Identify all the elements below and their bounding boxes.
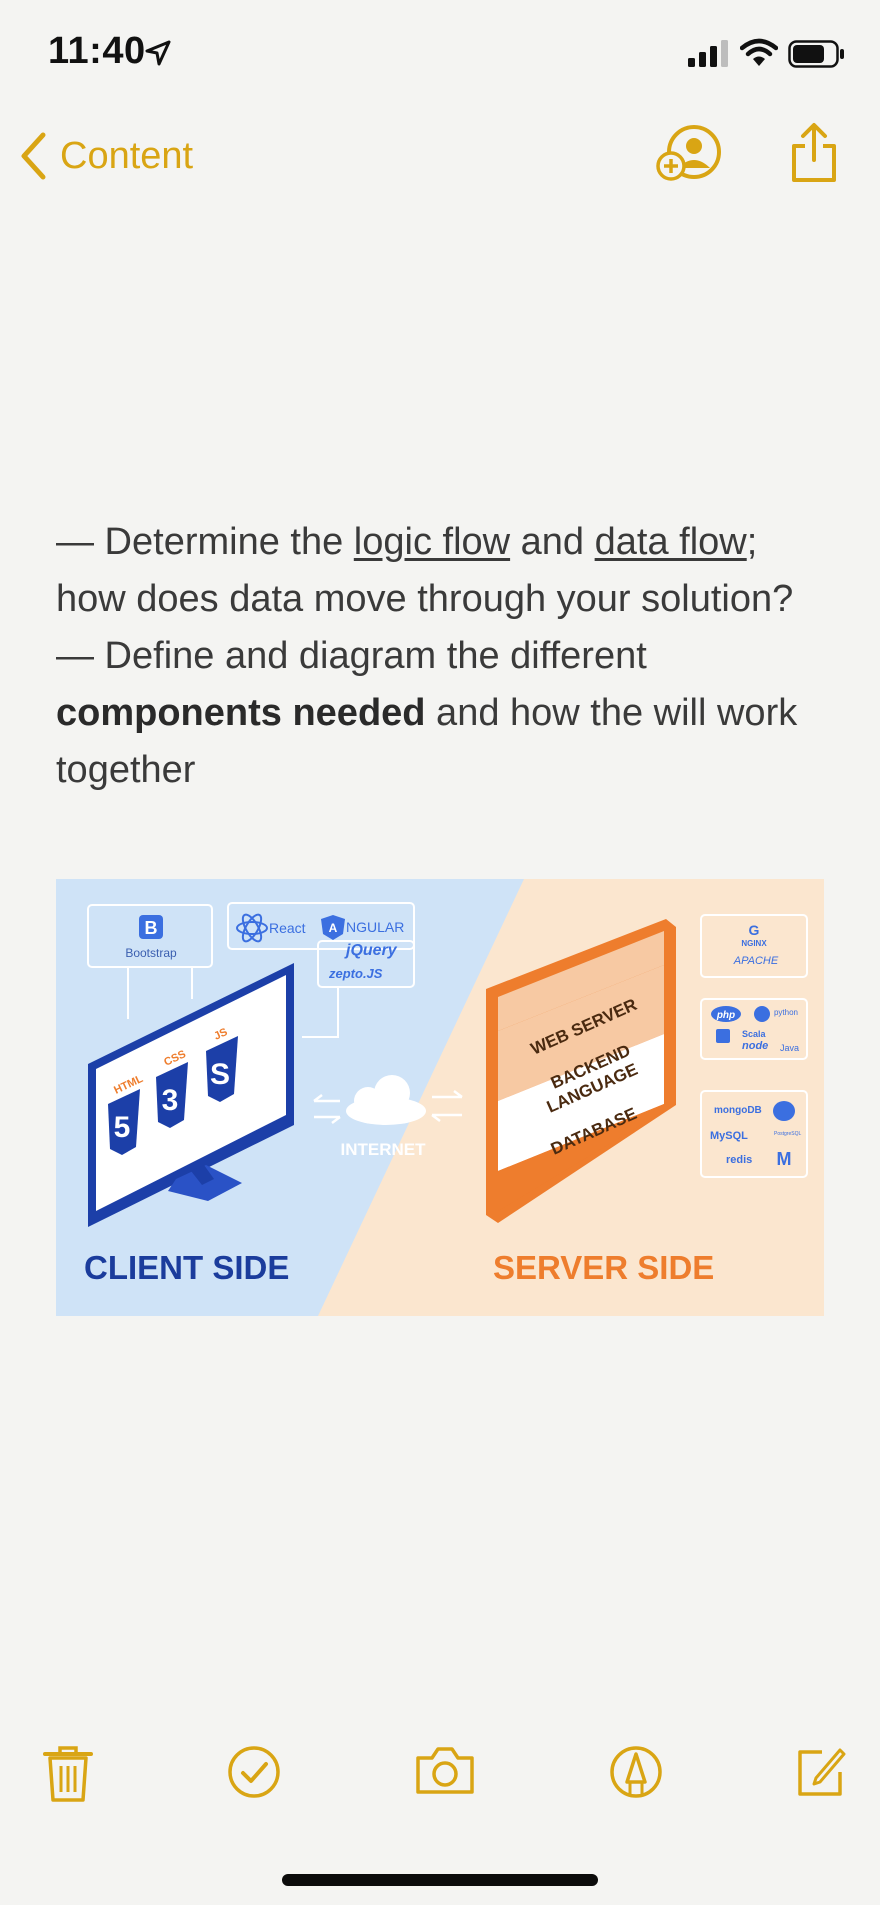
svg-text:5: 5 bbox=[114, 1111, 131, 1144]
note-paragraph-2: — Define and diagram the different compo… bbox=[56, 635, 798, 791]
server-stack-icon bbox=[486, 919, 676, 1223]
svg-text:MySQL: MySQL bbox=[710, 1130, 748, 1142]
home-indicator[interactable] bbox=[282, 1874, 598, 1886]
zepto-label: zepto.JS bbox=[328, 966, 383, 981]
jquery-label: jQuery bbox=[344, 942, 398, 959]
internet-cloud-icon bbox=[346, 1075, 426, 1125]
cellular-signal-icon bbox=[688, 40, 728, 67]
data-flow-text: data flow bbox=[594, 521, 747, 563]
svg-text:A: A bbox=[329, 921, 338, 935]
svg-text:3: 3 bbox=[162, 1084, 179, 1117]
svg-text:G: G bbox=[749, 922, 760, 938]
components-needed-text: components needed bbox=[56, 692, 426, 734]
chevron-left-icon bbox=[21, 132, 46, 180]
postgresql-logo-icon bbox=[773, 1101, 795, 1121]
status-bar: 11:40 bbox=[0, 0, 880, 100]
logic-flow-text: logic flow bbox=[353, 521, 511, 563]
svg-text:node: node bbox=[742, 1040, 768, 1052]
bootstrap-logo-icon bbox=[139, 915, 163, 939]
svg-text:S: S bbox=[210, 1058, 230, 1091]
compose-icon[interactable] bbox=[796, 1744, 848, 1798]
svg-text:JS: JS bbox=[212, 1026, 229, 1043]
client-monitor-icon bbox=[88, 963, 294, 1227]
markup-pen-icon[interactable] bbox=[608, 1744, 664, 1800]
battery-icon bbox=[788, 40, 844, 68]
camera-icon[interactable] bbox=[414, 1744, 476, 1796]
bootstrap-label: Bootstrap bbox=[125, 946, 177, 960]
back-label: Content bbox=[60, 134, 194, 177]
note-body[interactable]: — Determine the logic flow and data flow… bbox=[56, 514, 836, 799]
svg-text:Scala: Scala bbox=[742, 1029, 767, 1039]
nginx-label: NGINX bbox=[741, 939, 767, 948]
apache-label: APACHE bbox=[733, 955, 779, 967]
back-button[interactable]: Content bbox=[18, 128, 193, 184]
angular-logo-icon bbox=[321, 915, 345, 940]
svg-text:M: M bbox=[777, 1149, 792, 1169]
svg-text:PostgreSQL: PostgreSQL bbox=[774, 1131, 801, 1137]
svg-text:redis: redis bbox=[726, 1154, 752, 1166]
server-side-title: SERVER SIDE bbox=[493, 1249, 714, 1286]
svg-text:python: python bbox=[774, 1008, 798, 1017]
react-logo-icon bbox=[236, 913, 268, 943]
js-shield-icon: S JS bbox=[206, 1026, 238, 1102]
angular-label: NGULAR bbox=[346, 919, 404, 935]
svg-text:php: php bbox=[716, 1010, 735, 1021]
share-icon[interactable] bbox=[788, 122, 840, 184]
client-server-diagram-image[interactable]: B Bootstrap React A NGULAR jQuery zepto.… bbox=[56, 879, 824, 1316]
css3-shield-icon: 3 CSS bbox=[156, 1048, 188, 1128]
location-arrow-icon bbox=[145, 40, 171, 66]
svg-text:Java: Java bbox=[780, 1043, 799, 1053]
wifi-icon bbox=[740, 38, 778, 66]
svg-text:mongoDB: mongoDB bbox=[714, 1105, 762, 1116]
status-time: 11:40 bbox=[48, 30, 146, 72]
python-logo-icon bbox=[754, 1006, 770, 1022]
svg-text:B: B bbox=[145, 918, 158, 938]
add-people-icon[interactable] bbox=[656, 124, 724, 184]
checklist-icon[interactable] bbox=[226, 1744, 282, 1800]
php-logo-icon bbox=[711, 1006, 741, 1022]
note-paragraph-1: — Determine the logic flow and data flow… bbox=[56, 521, 794, 620]
trash-icon[interactable] bbox=[42, 1744, 94, 1804]
client-side-title: CLIENT SIDE bbox=[84, 1249, 289, 1286]
internet-label: INTERNET bbox=[341, 1140, 427, 1159]
react-label: React bbox=[269, 920, 306, 936]
